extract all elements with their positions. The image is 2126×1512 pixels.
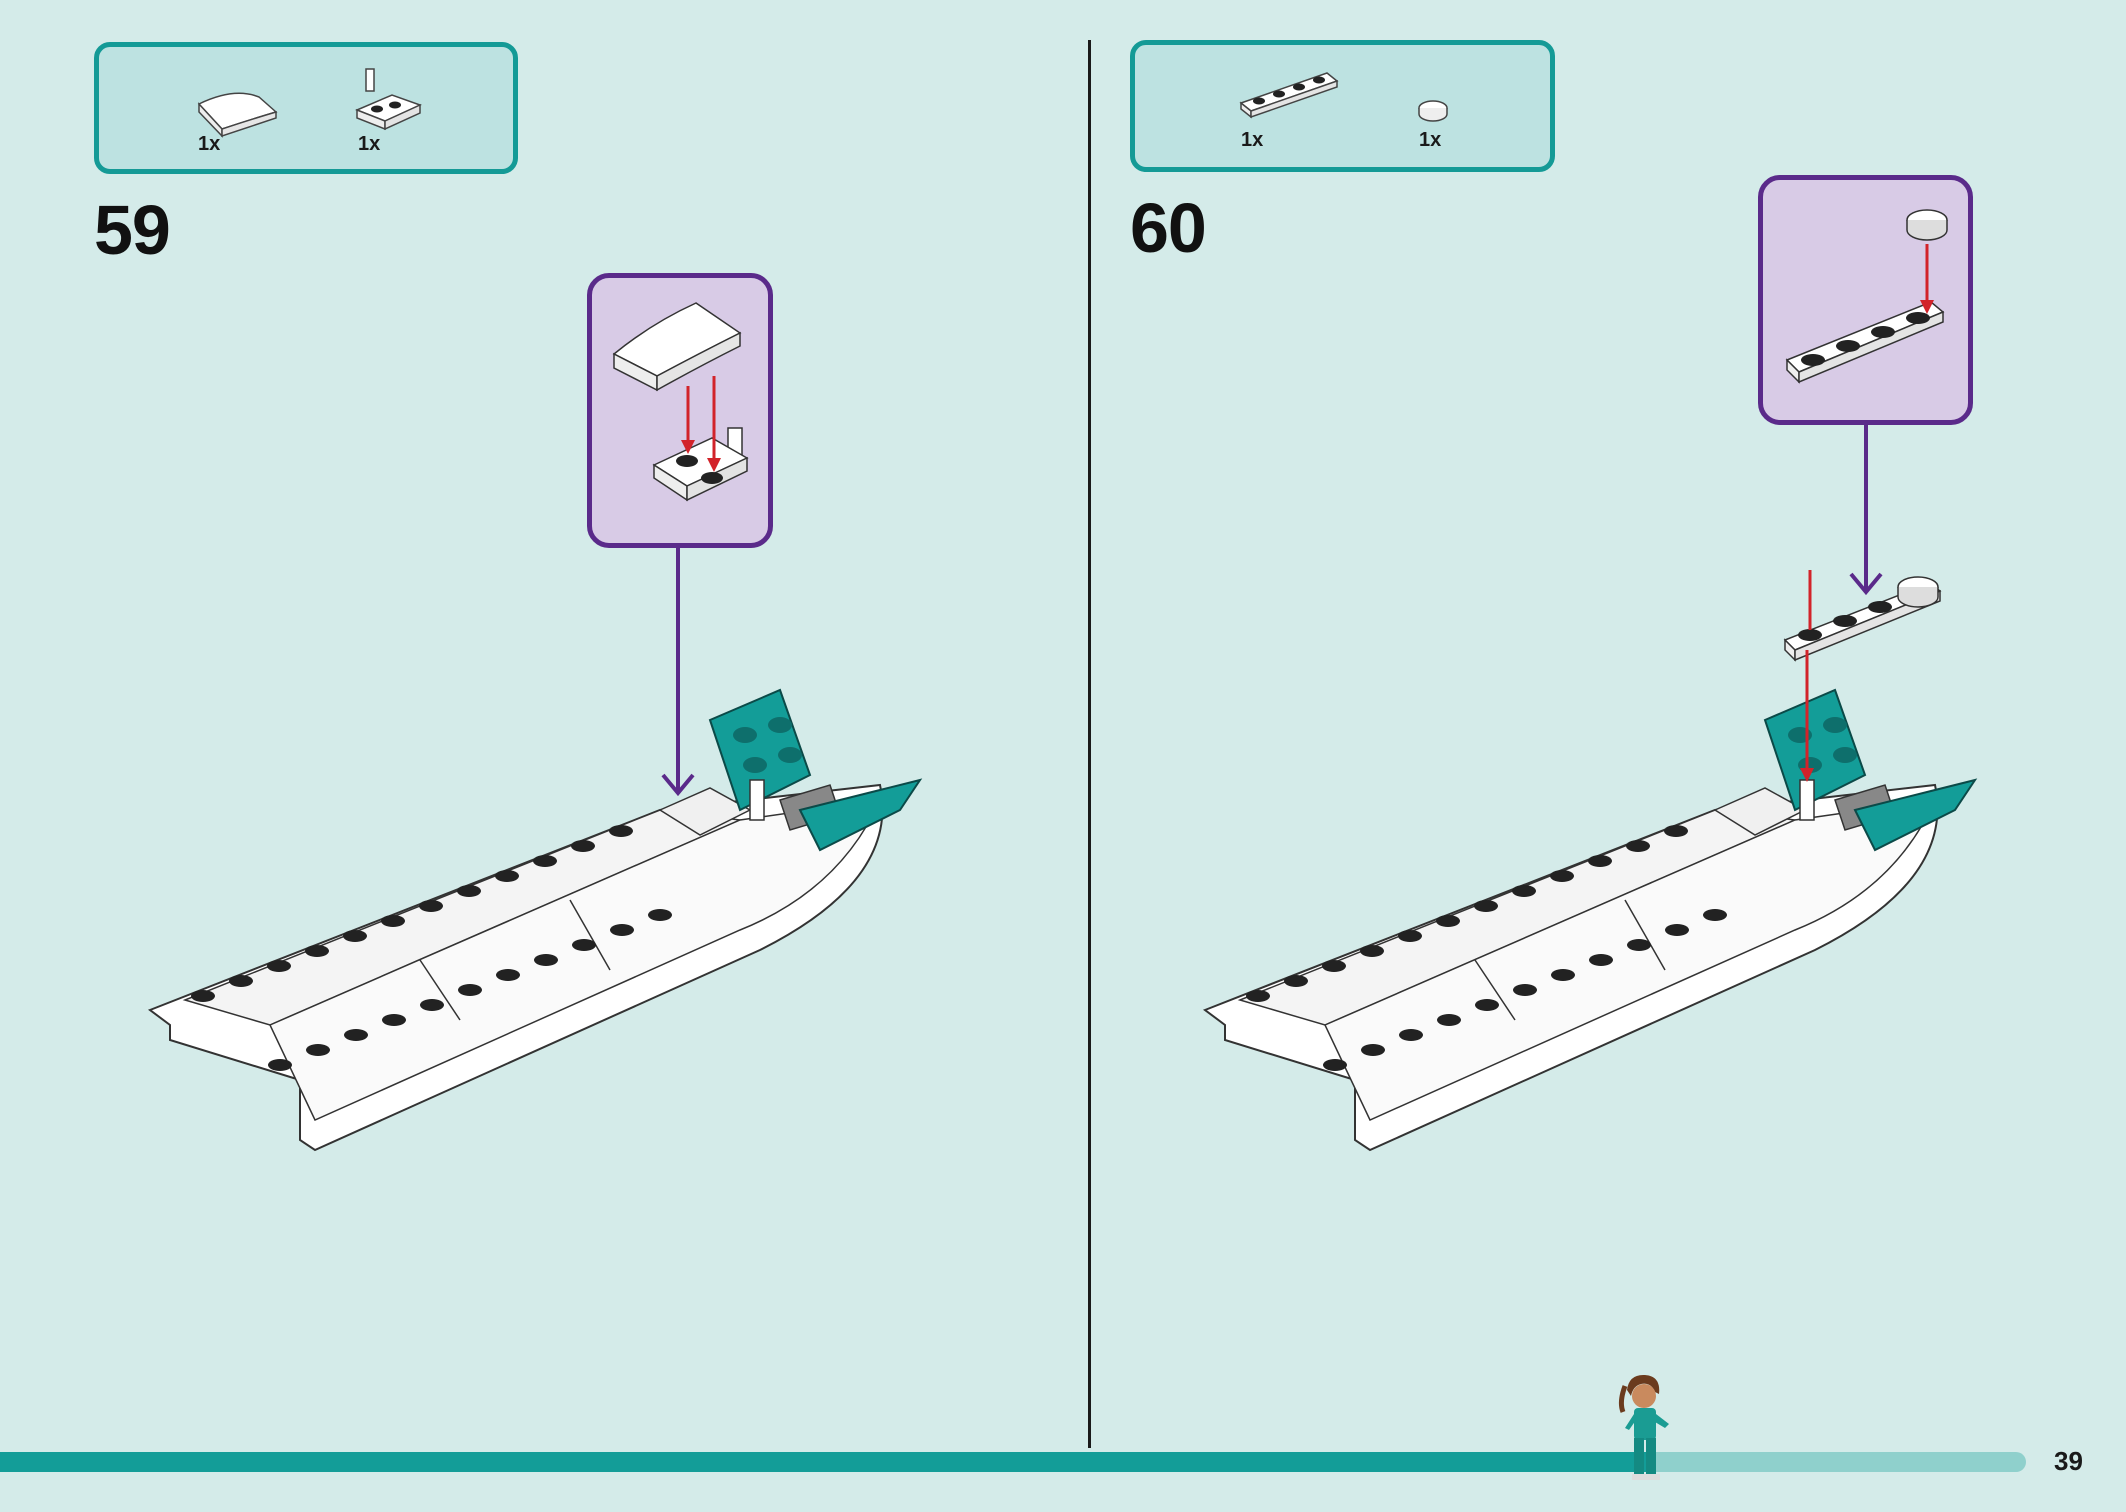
step-59-parts-box: 1x 1x bbox=[94, 42, 518, 174]
step-60-part-1-qty: 1x bbox=[1241, 129, 1264, 151]
step-60-part-2-qty: 1x bbox=[1419, 129, 1442, 151]
progress-bar-fill bbox=[0, 1452, 1652, 1472]
page-number: 39 bbox=[2054, 1446, 2083, 1476]
step-60-parts-box: 1x 1x bbox=[1130, 40, 1555, 172]
step-60-boat-illustration bbox=[1202, 650, 1978, 1152]
round-tile-icon bbox=[1418, 100, 1448, 122]
progress-bar bbox=[0, 1452, 2026, 1472]
curved-slope-brick-icon bbox=[197, 92, 278, 138]
step-60-plate-subassembly bbox=[1783, 570, 1942, 662]
step-60-callout bbox=[1758, 175, 1973, 425]
minifigure-icon bbox=[1618, 1374, 1669, 1480]
step-60-pointer-arrow bbox=[1849, 422, 1883, 596]
plate-1x4-icon bbox=[1239, 72, 1339, 119]
step-59-part-2-qty: 1x bbox=[358, 133, 381, 155]
step-59-pointer-arrow bbox=[661, 545, 695, 797]
callout-60-assembly-illustration bbox=[1785, 209, 1948, 384]
step-59-part-1-qty: 1x bbox=[198, 133, 221, 155]
step-60-number: 60 bbox=[1130, 189, 1207, 267]
step-59-number: 59 bbox=[94, 191, 171, 269]
page-divider bbox=[1088, 40, 1091, 1448]
plate-with-bar-icon bbox=[355, 68, 422, 131]
callout-59-assembly-illustration bbox=[612, 302, 749, 502]
step-59-boat-illustration bbox=[147, 688, 923, 1152]
step-59-callout bbox=[587, 273, 773, 548]
